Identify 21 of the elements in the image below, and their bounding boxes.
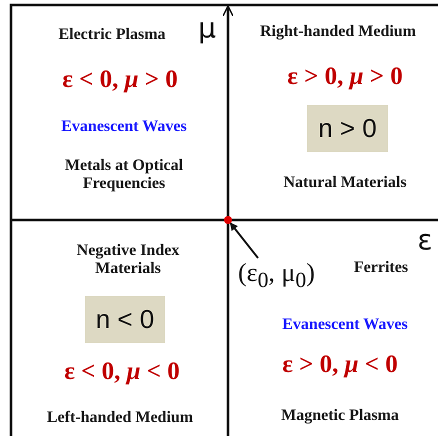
index-box: n < 0 [85, 296, 165, 343]
heading-label: Electric Plasma [58, 26, 166, 44]
heading-label: Metals at Optical Frequencies [64, 157, 184, 193]
heading-label: Negative Index Materials [76, 242, 180, 278]
origin-label: (ε$_{0}$, μ$_{0}$) [238, 258, 315, 294]
heading-label: Right-handed Medium [260, 23, 416, 41]
leader-line [230, 222, 259, 259]
axis-label: μ [198, 12, 216, 44]
index-box: n > 0 [307, 105, 388, 152]
formula-label: ε > 0, μ > 0 [287, 63, 403, 91]
heading-label: Ferrites [354, 259, 408, 277]
note-label: Evanescent Waves [282, 316, 408, 334]
origin-dot [224, 216, 232, 224]
formula-label: ε < 0, μ < 0 [64, 358, 180, 386]
heading-label: Magnetic Plasma [281, 407, 399, 425]
note-label: Evanescent Waves [61, 118, 187, 136]
formula-label: ε < 0, μ > 0 [62, 66, 178, 94]
axis-label: ε [417, 224, 433, 256]
heading-label: Natural Materials [283, 174, 407, 192]
formula-label: ε > 0, μ < 0 [282, 351, 398, 379]
heading-label: Left-handed Medium [46, 409, 194, 427]
